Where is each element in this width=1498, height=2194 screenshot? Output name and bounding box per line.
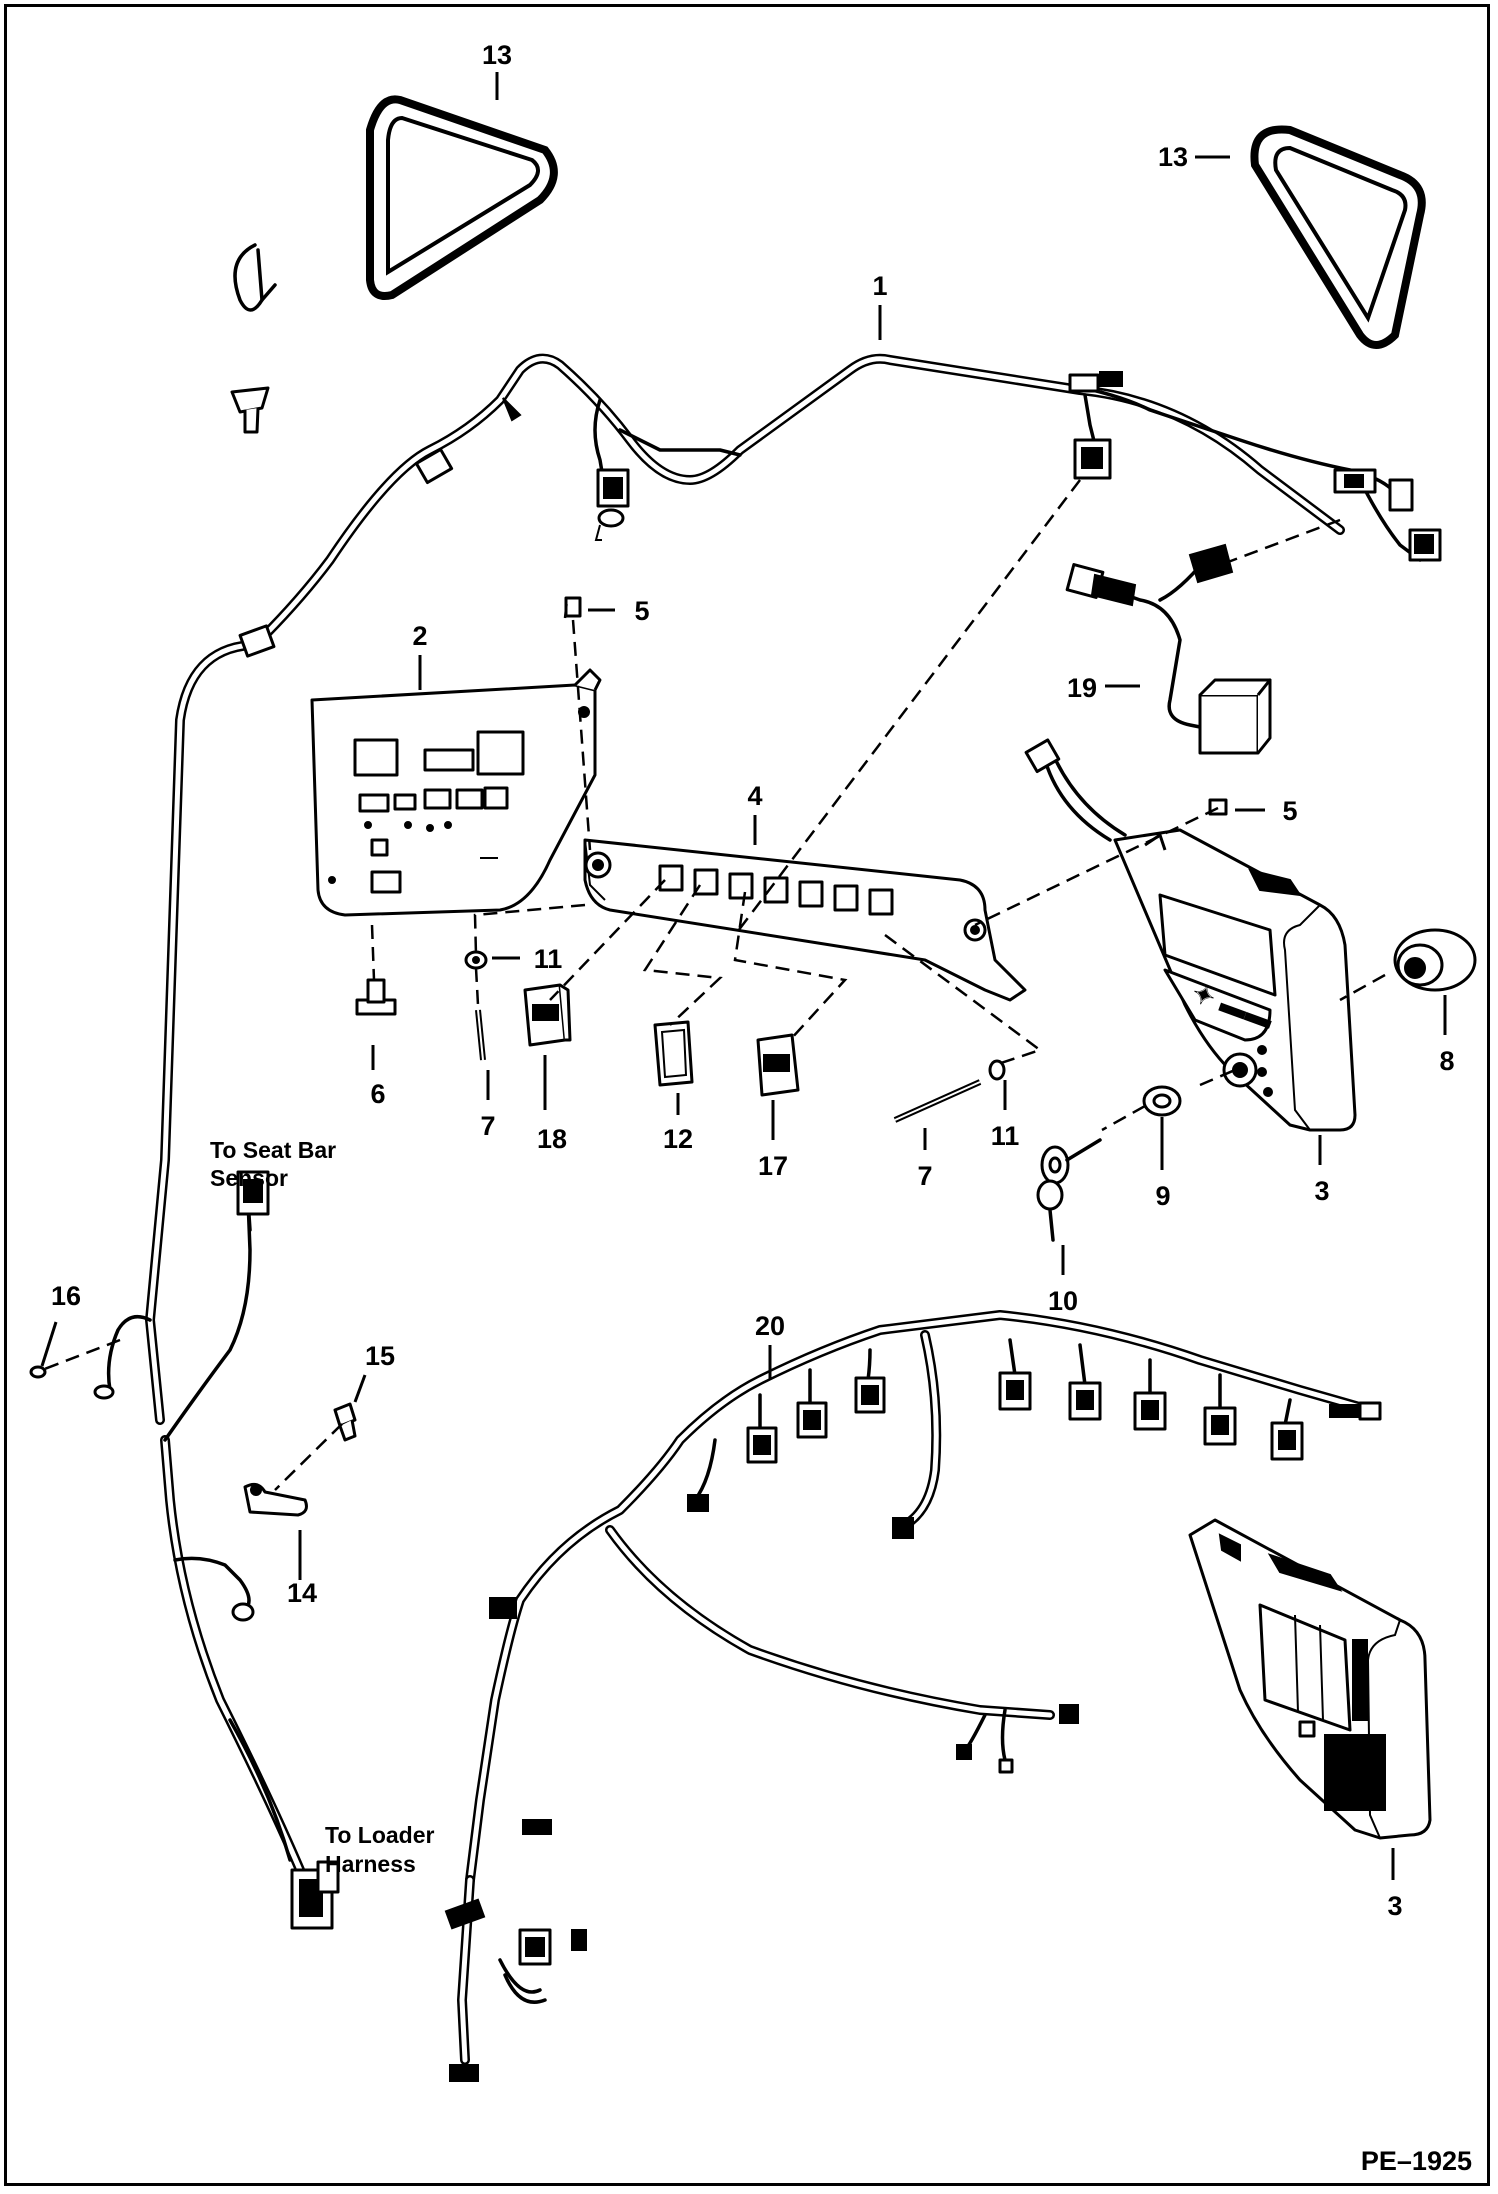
- callout-15: 15: [365, 1341, 395, 1371]
- note-loader-line2: Harness: [325, 1851, 416, 1877]
- callout-2: 2: [412, 621, 427, 651]
- triangle-gasket-left: [366, 95, 558, 300]
- bracket-14: [243, 1482, 308, 1517]
- assembly-lines: [41, 479, 1386, 1491]
- note-seat-bar-line2: Sensor: [210, 1165, 288, 1191]
- right-panel-upper: ✦ ▬▬: [1024, 738, 1357, 1132]
- callout-4: 4: [747, 781, 762, 811]
- callout-12: 12: [663, 1124, 693, 1154]
- callout-9: 9: [1155, 1181, 1170, 1211]
- washer-11-right: [988, 1059, 1006, 1081]
- callout-7-right: 7: [917, 1161, 932, 1191]
- callout-7-left: 7: [480, 1111, 495, 1141]
- callout-3-upper: 3: [1314, 1176, 1329, 1206]
- ignition-key: [1036, 1138, 1102, 1242]
- callout-17: 17: [758, 1151, 788, 1181]
- terminal-16: [29, 1365, 47, 1379]
- screw-7-right: [893, 1079, 982, 1123]
- push-clip: [230, 386, 270, 434]
- callout-13-left: 13: [482, 40, 512, 70]
- drawing-number: PE–1925: [1361, 2146, 1472, 2176]
- callout-leaders: [40, 72, 1447, 1880]
- cable-tie: [233, 243, 277, 312]
- cab-harness-connectors: [444, 1371, 1304, 2082]
- cab-harness: [457, 1310, 1382, 2065]
- callout-10: 10: [1048, 1286, 1078, 1316]
- callout-3-lower: 3: [1387, 1891, 1402, 1921]
- callout-11-right: 11: [991, 1121, 1020, 1151]
- screw-7-left: [475, 1009, 486, 1061]
- bolt-15: [333, 1402, 357, 1442]
- throttle-knob: [1393, 928, 1477, 992]
- callout-20: 20: [755, 1311, 785, 1341]
- callout-18: 18: [537, 1124, 567, 1154]
- callout-11-left: 11: [534, 944, 563, 974]
- callout-1: 1: [872, 271, 887, 301]
- left-switch-panel: [310, 668, 602, 917]
- screw-5-left: [564, 596, 582, 618]
- callout-8: 8: [1439, 1046, 1454, 1076]
- harness-connectors: [93, 371, 1442, 1930]
- callout-numbers: 13 13 1 5 2 4 19 5 11 6 7 18 12 17 7 11 …: [51, 40, 1455, 1921]
- callout-5-right: 5: [1282, 796, 1297, 826]
- note-loader-line1: To Loader: [325, 1822, 435, 1848]
- callout-19: 19: [1067, 673, 1097, 703]
- ignition-nut: [1142, 1085, 1182, 1117]
- switch-blank-12: [653, 1020, 694, 1087]
- note-seat-bar-line1: To Seat Bar: [210, 1137, 336, 1163]
- right-panel-lower: [1188, 1518, 1432, 1840]
- main-harness: [106, 353, 1422, 1875]
- callout-6: 6: [370, 1079, 385, 1109]
- switch-17: [756, 1033, 800, 1097]
- panel-fastener: [355, 978, 397, 1016]
- switch-18: [523, 983, 572, 1047]
- routing-notes: To Seat Bar Sensor To Loader Harness: [210, 1137, 435, 1877]
- callout-16: 16: [51, 1281, 81, 1311]
- drawing-border: [4, 4, 1490, 2186]
- adapter-harness: [1065, 543, 1272, 755]
- callout-5-left: 5: [634, 596, 649, 626]
- callout-14: 14: [287, 1578, 317, 1608]
- triangle-gasket-right: [1250, 125, 1426, 349]
- washer-11-left: [464, 950, 488, 970]
- switch-bezel: [583, 838, 1027, 1002]
- callout-13-right: 13: [1158, 142, 1188, 172]
